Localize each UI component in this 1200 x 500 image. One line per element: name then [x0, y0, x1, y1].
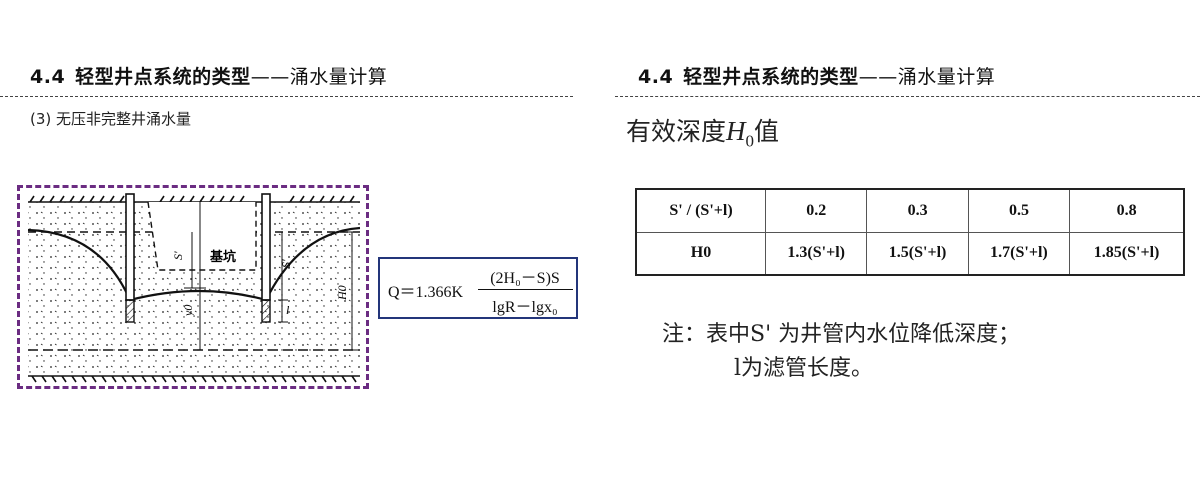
formula-denominator: lgR－lgx₀ — [492, 299, 558, 316]
table-cell: 1.7(S'+l) — [967, 231, 1071, 276]
s-prime-label: S' — [171, 251, 185, 260]
left-well-pipe — [125, 193, 135, 323]
table-row: S' / (S'+l) 0.2 0.3 0.5 0.8 — [635, 188, 1185, 233]
effective-depth-heading: 有效深度H0值 — [626, 112, 779, 151]
y0-label: y0 — [181, 305, 195, 317]
heading-variable-subscript: 0 — [745, 131, 755, 151]
table-cell: 0.2 — [764, 188, 868, 233]
title-sub: 涌水量计算 — [289, 66, 388, 88]
title-divider — [615, 96, 1200, 97]
left-slide: 4.4 轻型井点系统的类型——涌水量计算 (3) 无压非完整井涌水量 — [0, 62, 578, 389]
ground-surface — [28, 195, 360, 203]
formula-lhs: Q＝1.366K — [388, 284, 464, 301]
h0-label: H0 — [335, 285, 349, 301]
impervious-base — [28, 375, 360, 383]
discharge-formula-box: Q＝1.366K (2H₀－S)S lgR－lgx₀ — [378, 257, 578, 319]
table-header-label: S' / (S'+l) — [635, 188, 766, 233]
title-main: 轻型井点系统的类型 — [75, 66, 251, 88]
heading-variable: H0 — [726, 116, 754, 150]
well-diagram-frame: 基坑 S' S' l y0 H0 — [17, 185, 369, 389]
title-divider — [0, 96, 573, 97]
title-dash: —— — [250, 66, 290, 88]
title-main: 轻型井点系统的类型 — [683, 66, 859, 88]
pit-outline — [147, 201, 257, 271]
well-cross-section-diagram: 基坑 S' S' l y0 H0 — [27, 193, 361, 383]
left-slide-title: 4.4 轻型井点系统的类型——涌水量计算 — [30, 62, 387, 89]
right-well-pipe — [261, 193, 271, 323]
heading-variable-letter: H — [726, 116, 746, 146]
table-row: H0 1.3(S'+l) 1.5(S'+l) 1.7(S'+l) 1.85(S'… — [635, 231, 1185, 276]
table-cell: 0.3 — [866, 188, 969, 233]
s-label: S' — [279, 259, 293, 268]
table-note: 注：表中S' 为井管内水位降低深度； l为滤管长度。 — [662, 318, 1020, 386]
title-dash: —— — [858, 66, 898, 88]
drawdown-curve — [27, 226, 361, 302]
note-line-2: l为滤管长度。 — [734, 356, 874, 381]
note-line-1: 注：表中S' 为井管内水位降低深度； — [662, 322, 1021, 347]
formula-fraction-bar — [478, 289, 573, 290]
section-subheading: (3) 无压非完整井涌水量 — [30, 110, 192, 128]
heading-prefix: 有效深度 — [626, 117, 727, 146]
title-number: 4.4 — [30, 66, 66, 88]
table-cell: 1.85(S'+l) — [1069, 231, 1185, 276]
right-slide-title: 4.4 轻型井点系统的类型——涌水量计算 — [638, 62, 995, 89]
table-cell: 1.3(S'+l) — [764, 231, 868, 276]
title-number: 4.4 — [638, 66, 674, 88]
formula-numerator: (2H₀－S)S — [490, 270, 560, 287]
heading-suffix: 值 — [754, 117, 780, 146]
l-label: l — [286, 303, 290, 317]
table-cell: 0.5 — [967, 188, 1071, 233]
title-sub: 涌水量计算 — [897, 66, 996, 88]
effective-depth-table: S' / (S'+l) 0.2 0.3 0.5 0.8 H0 1.3(S'+l)… — [635, 188, 1185, 276]
table-row-label: H0 — [635, 231, 766, 276]
pit-label: 基坑 — [209, 249, 236, 265]
table-cell: 0.8 — [1069, 188, 1185, 233]
table-cell: 1.5(S'+l) — [866, 231, 969, 276]
